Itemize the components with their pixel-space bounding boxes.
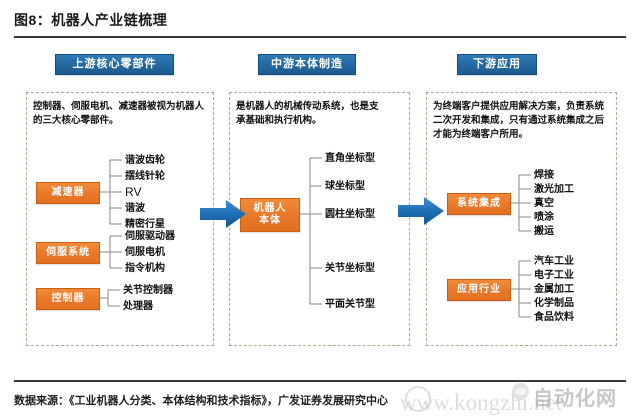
leaf-body-0: 直角坐标型 — [325, 153, 375, 164]
node-controller-label: 控制器 — [51, 293, 85, 304]
top-divider — [14, 36, 626, 38]
leaf-sysint-1: 激光加工 — [534, 184, 574, 195]
leaf-servo-2: 指令机构 — [125, 263, 165, 274]
node-system-integration-label: 系统集成 — [457, 198, 501, 209]
leaf-industry-2: 金属加工 — [534, 284, 574, 295]
leaf-reducer-1: 摆线针轮 — [125, 171, 165, 182]
node-robot-body-label-line1: 机器人 — [253, 203, 287, 214]
node-servo-system[interactable]: 伺服系统 — [36, 242, 100, 264]
section-header-midstream: 中游本体制造 — [258, 54, 356, 75]
panel-upstream-description: 控制器、伺服电机、减速器被视为机器人的三大核心零部件。 — [33, 101, 205, 126]
panel-downstream-description: 为终端客户提供应用解决方案，负责系统二次开发和集成，只有通过系统集成之后才能为终… — [433, 101, 605, 140]
leaf-industry-1: 电子工业 — [534, 270, 574, 281]
leaf-industry-4: 食品饮料 — [534, 312, 574, 323]
section-header-upstream: 上游核心零部件 — [55, 54, 174, 75]
leaf-reducer-3: 谐波 — [125, 203, 145, 214]
leaf-industry-0: 汽车工业 — [534, 256, 574, 267]
leaf-servo-0: 伺服驱动器 — [125, 231, 175, 242]
leaf-body-2: 圆柱坐标型 — [325, 209, 375, 220]
node-application-industry[interactable]: 应用行业 — [447, 279, 511, 301]
panel-midstream-description: 是机器人的机械传动系统，也是支承基础和执行机构。 — [236, 101, 379, 126]
leaf-reducer-4: 精密行星 — [125, 219, 165, 230]
bottom-divider — [14, 380, 626, 382]
node-system-integration[interactable]: 系统集成 — [447, 193, 511, 215]
node-robot-body[interactable]: 机器人 本体 — [240, 198, 300, 232]
leaf-sysint-2: 真空 — [534, 198, 554, 209]
leaf-body-1: 球坐标型 — [325, 181, 365, 192]
leaf-controller-0: 关节控制器 — [123, 285, 173, 296]
arrow-midstream-to-downstream — [398, 197, 444, 225]
node-controller[interactable]: 控制器 — [36, 288, 100, 310]
leaf-sysint-4: 搬运 — [534, 226, 554, 237]
node-application-industry-label: 应用行业 — [457, 284, 501, 295]
panel-downstream — [426, 92, 617, 346]
leaf-body-4: 平面关节型 — [325, 299, 375, 310]
wechat-icon — [512, 383, 529, 400]
leaf-reducer-0: 谐波齿轮 — [125, 155, 165, 166]
leaf-sysint-0: 焊接 — [534, 170, 554, 181]
watermark-circle — [405, 386, 431, 412]
leaf-sysint-3: 喷涂 — [534, 212, 554, 223]
watermark-brand: 自动化网 — [533, 388, 617, 410]
leaf-reducer-2: RV — [125, 185, 142, 199]
node-reducer-label: 减速器 — [51, 187, 85, 198]
figure-title: 图8：机器人产业链梳理 — [14, 12, 168, 28]
node-robot-body-label-line2: 本体 — [259, 215, 281, 226]
node-servo-system-label: 伺服系统 — [46, 247, 90, 258]
node-reducer[interactable]: 减速器 — [36, 182, 100, 204]
leaf-body-3: 关节坐标型 — [325, 263, 375, 274]
section-header-downstream: 下游应用 — [457, 54, 537, 75]
leaf-servo-1: 伺服电机 — [125, 247, 165, 258]
leaf-industry-3: 化学制品 — [534, 298, 574, 309]
source-note: 数据来源：《工业机器人分类、本体结构和技术指标》，广发证券发展研究中心 — [14, 395, 388, 407]
leaf-controller-1: 处理器 — [123, 301, 153, 312]
arrow-upstream-to-midstream — [200, 200, 246, 228]
